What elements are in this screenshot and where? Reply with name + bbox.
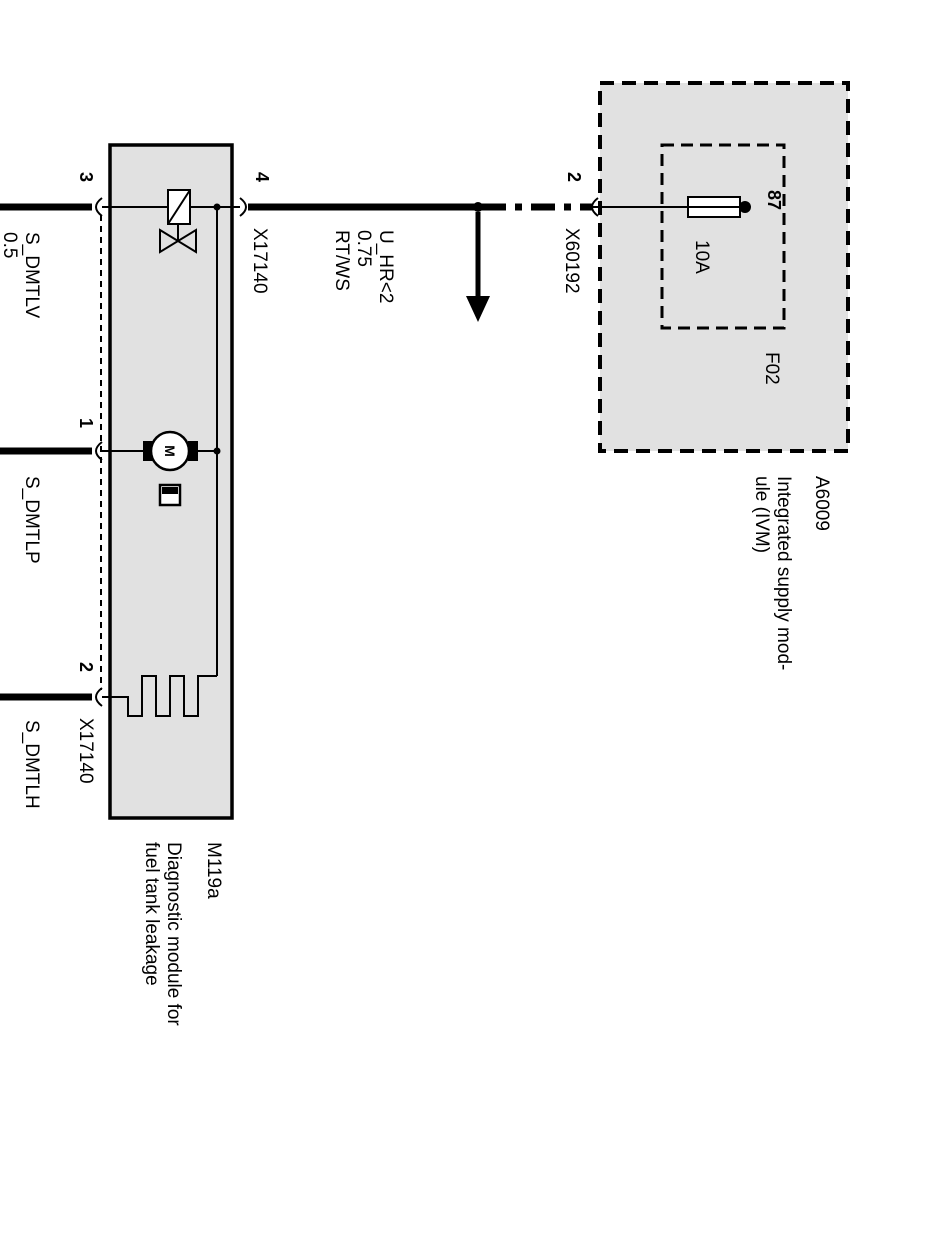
fuse-f02-box	[660, 143, 786, 330]
signal-valve: S_DMTLV	[21, 232, 42, 319]
wire-signal-name: U_HR<2	[375, 230, 396, 303]
ivm-module: 87 10A F02 2 X60192 A6009 Integrated sup…	[561, 81, 850, 670]
pin4-number: 4	[252, 172, 272, 182]
ivm-id: A6009	[811, 476, 832, 531]
signal-valve-partial: 0.5	[0, 232, 20, 258]
wire-cross-section: 0.75	[353, 230, 374, 267]
pin3-number: 3	[76, 172, 96, 182]
signal-heater: S_DMTLH	[21, 720, 42, 809]
ivm-housing	[598, 81, 850, 453]
ivm-name-line1: Integrated supply mod-	[773, 476, 794, 670]
fuse-terminal-dot	[739, 201, 751, 213]
dmtl-id: M119a	[203, 842, 224, 899]
fuse-rating: 10A	[691, 240, 712, 274]
connector-x60192-label: X60192	[561, 228, 582, 294]
signal-pump: S_DMTLP	[21, 476, 42, 564]
wire-color: RT/WS	[331, 230, 352, 291]
connector-x17140-top: X17140	[249, 228, 270, 294]
pin2-connector-icon	[95, 687, 103, 707]
fuse-terminal-87: 87	[764, 190, 784, 210]
pump-motor-icon: M	[143, 430, 198, 507]
pin1-number: 1	[76, 418, 96, 428]
arrow-down-icon	[466, 296, 490, 322]
valve-icon	[159, 189, 197, 254]
connector-x17140-bottom: X17140	[75, 718, 96, 784]
dmtl-name-line1: Diagnostic module for	[163, 842, 184, 1026]
supply-wire: U_HR<2 0.75 RT/WS	[248, 202, 592, 322]
pin1-connector-icon	[95, 441, 103, 461]
pin2-number: 2	[76, 662, 96, 672]
dmtl-name-line2: fuel tank leakage	[141, 842, 162, 986]
motor-letter: M	[162, 445, 178, 457]
splice-dot	[473, 202, 483, 212]
dmtl-module: M 4 3 1 2 X17140 X17140 M119a Diagnostic…	[75, 143, 272, 1026]
pin3-connector-icon	[95, 197, 103, 217]
ivm-pin-number: 2	[564, 172, 584, 182]
fuse-id: F02	[761, 352, 782, 385]
ivm-name-line2: ule (IVM)	[751, 476, 772, 553]
pin4-connector-icon	[239, 197, 247, 217]
output-wires: S_DMTLV 0.5 S_DMTLP S_DMTLH	[0, 203, 92, 809]
heater-icon	[102, 675, 217, 717]
